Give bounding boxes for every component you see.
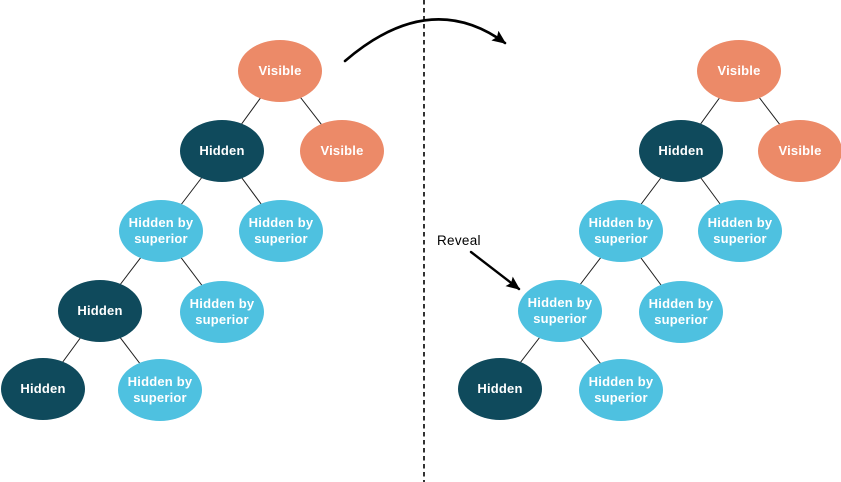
node-label: Hidden [477, 381, 523, 397]
node-hidden-by-superior: Hidden by superior [239, 200, 323, 262]
node-hidden: Hidden [58, 280, 142, 342]
node-hidden: Hidden [639, 120, 723, 182]
node-label: Hidden [20, 381, 66, 397]
node-hidden-by-superior: Hidden by superior [639, 281, 723, 343]
reveal-arrow [469, 250, 521, 291]
node-label: Hidden by superior [128, 215, 194, 246]
node-visible: Visible [697, 40, 781, 102]
node-label: Hidden by superior [588, 374, 654, 405]
node-label: Hidden by superior [189, 296, 255, 327]
node-hidden-by-superior: Hidden by superior [579, 359, 663, 421]
node-hidden-by-superior: Hidden by superior [119, 200, 203, 262]
node-label: Hidden by superior [648, 296, 714, 327]
node-hidden-by-superior: Hidden by superior [180, 281, 264, 343]
node-visible: Visible [300, 120, 384, 182]
node-hidden-by-superior: Hidden by superior [118, 359, 202, 421]
node-label: Hidden by superior [527, 295, 593, 326]
transition-arrow [343, 18, 507, 63]
node-label: Visible [717, 63, 761, 79]
node-label: Hidden by superior [127, 374, 193, 405]
node-visible: Visible [238, 40, 322, 102]
node-hidden-by-superior: Hidden by superior [579, 200, 663, 262]
node-label: Hidden by superior [588, 215, 654, 246]
node-visible: Visible [758, 120, 841, 182]
node-label: Hidden by superior [707, 215, 773, 246]
node-hidden: Hidden [1, 358, 85, 420]
reveal-label: Reveal [437, 233, 481, 248]
node-label: Visible [320, 143, 364, 159]
node-hidden-by-superior: Hidden by superior [698, 200, 782, 262]
node-hidden: Hidden [458, 358, 542, 420]
node-hidden-by-superior: Hidden by superior [518, 280, 602, 342]
node-label: Hidden [199, 143, 245, 159]
node-label: Hidden [658, 143, 704, 159]
node-label: Visible [258, 63, 302, 79]
node-label: Visible [778, 143, 822, 159]
node-label: Hidden [77, 303, 123, 319]
node-label: Hidden by superior [248, 215, 314, 246]
node-hidden: Hidden [180, 120, 264, 182]
